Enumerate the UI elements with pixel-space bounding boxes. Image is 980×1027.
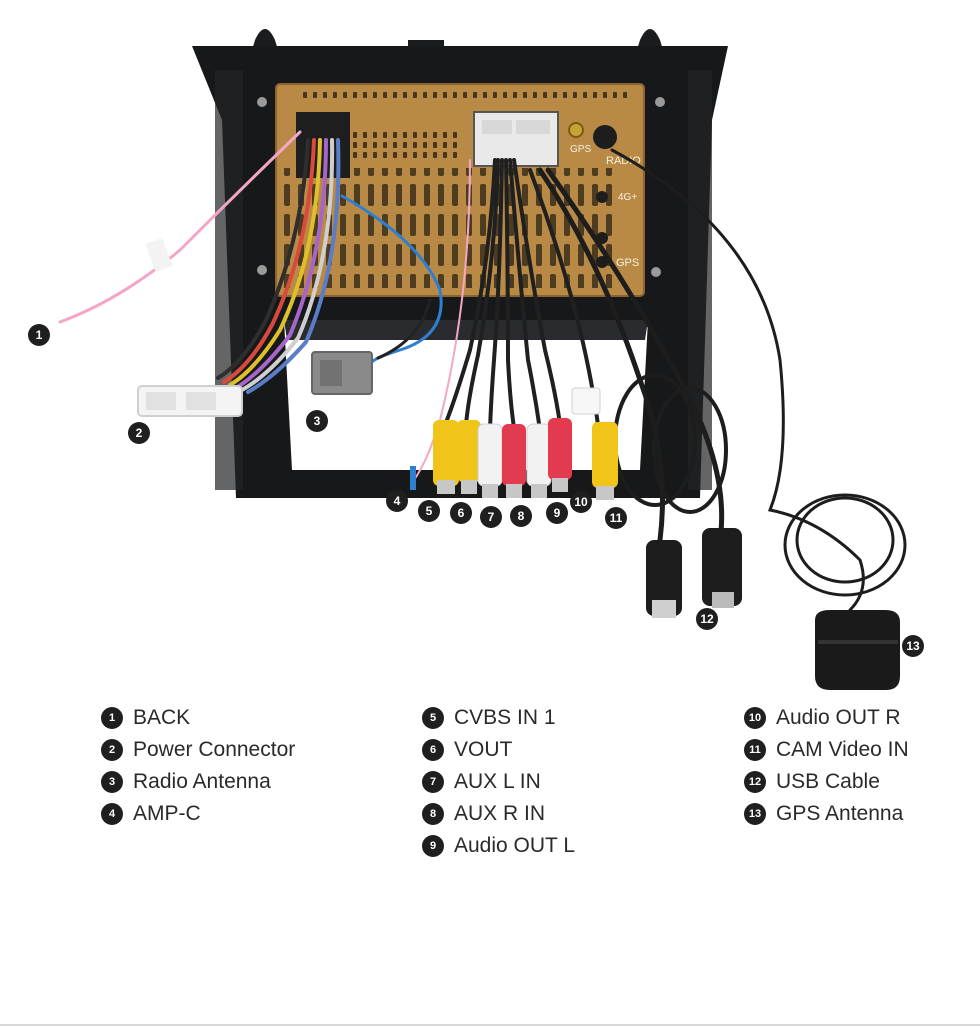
legend-item: 5 CVBS IN 1 <box>422 702 575 734</box>
callout-1: 1 <box>28 324 50 346</box>
legend-number: 13 <box>744 803 766 825</box>
legend-item: 11 CAM Video IN <box>744 734 909 766</box>
legend-label: AUX L IN <box>454 770 541 793</box>
radio-antenna-plug <box>311 351 373 395</box>
callout-11: 11 <box>605 507 627 529</box>
legend-item: 6 VOUT <box>422 734 575 766</box>
legend-number: 6 <box>422 739 444 761</box>
legend-label: CAM Video IN <box>776 738 909 761</box>
callout-2: 2 <box>128 422 150 444</box>
callout-6: 6 <box>450 502 472 524</box>
legend-label: Radio Antenna <box>133 770 271 793</box>
legend-item: 8 AUX R IN <box>422 798 575 830</box>
callout-13: 13 <box>902 635 924 657</box>
wiring-diagram-svg: GPS RADIO 4G+ GPS <box>58 29 907 690</box>
legend-number: 2 <box>101 739 123 761</box>
usb-connectors <box>646 528 742 618</box>
frame-ears <box>252 29 663 50</box>
callout-10: 10 <box>570 491 592 513</box>
legend-number: 4 <box>101 803 123 825</box>
callout-12: 12 <box>696 608 718 630</box>
callout-4: 4 <box>386 490 408 512</box>
legend-label: GPS Antenna <box>776 802 904 825</box>
legend-item: 13 GPS Antenna <box>744 798 909 830</box>
legend-label: CVBS IN 1 <box>454 706 556 729</box>
legend-number: 8 <box>422 803 444 825</box>
legend-number: 10 <box>744 707 766 729</box>
footer-divider <box>0 1024 980 1026</box>
legend-label: AUX R IN <box>454 802 546 825</box>
gps-port-label-small: GPS <box>570 144 591 155</box>
fourg-port-label: 4G+ <box>618 192 637 203</box>
legend-column-3: 10 Audio OUT R 11 CAM Video IN 12 USB Cable… <box>744 702 909 830</box>
legend-number: 5 <box>422 707 444 729</box>
callout-9: 9 <box>546 502 568 524</box>
rca-plugs <box>433 387 618 500</box>
legend-label: Power Connector <box>133 738 296 761</box>
legend-label: BACK <box>133 706 191 729</box>
callout-3: 3 <box>306 410 328 432</box>
callout-7: 7 <box>480 506 502 528</box>
legend-item: 4 AMP-C <box>101 798 295 830</box>
wiring-diagram: GPS RADIO 4G+ GPS <box>28 29 924 690</box>
legend-item: 9 Audio OUT L <box>422 830 575 862</box>
legend-item: 3 Radio Antenna <box>101 766 295 798</box>
legend-label: Audio OUT R <box>776 706 901 729</box>
legend-label: VOUT <box>454 738 513 761</box>
legend-number: 9 <box>422 835 444 857</box>
legend-number: 1 <box>101 707 123 729</box>
radio-port-label: RADIO <box>606 155 641 167</box>
legend-label: AMP-C <box>133 802 201 825</box>
legend-item: 2 Power Connector <box>101 734 295 766</box>
gps-antenna-puck <box>815 610 900 690</box>
legend-item: 12 USB Cable <box>744 766 909 798</box>
wire-harness <box>58 130 907 612</box>
legend-number: 11 <box>744 739 766 761</box>
gps-port-label: GPS <box>616 257 639 269</box>
amp-c-wire-tip <box>410 466 416 490</box>
legend-item: 7 AUX L IN <box>422 766 575 798</box>
callout-5: 5 <box>418 500 440 522</box>
legend-number: 12 <box>744 771 766 793</box>
legend-number: 7 <box>422 771 444 793</box>
legend-item: 1 BACK <box>101 702 295 734</box>
legend-label: USB Cable <box>776 770 880 793</box>
legend-label: Audio OUT L <box>454 834 576 857</box>
power-connector-plug <box>137 385 243 417</box>
legend-column-2: 5 CVBS IN 1 6 VOUT 7 AUX L IN 8 AUX R IN 9 Au… <box>422 702 575 862</box>
callout-8: 8 <box>510 505 532 527</box>
legend-number: 3 <box>101 771 123 793</box>
legend-item: 10 Audio OUT R <box>744 702 909 734</box>
